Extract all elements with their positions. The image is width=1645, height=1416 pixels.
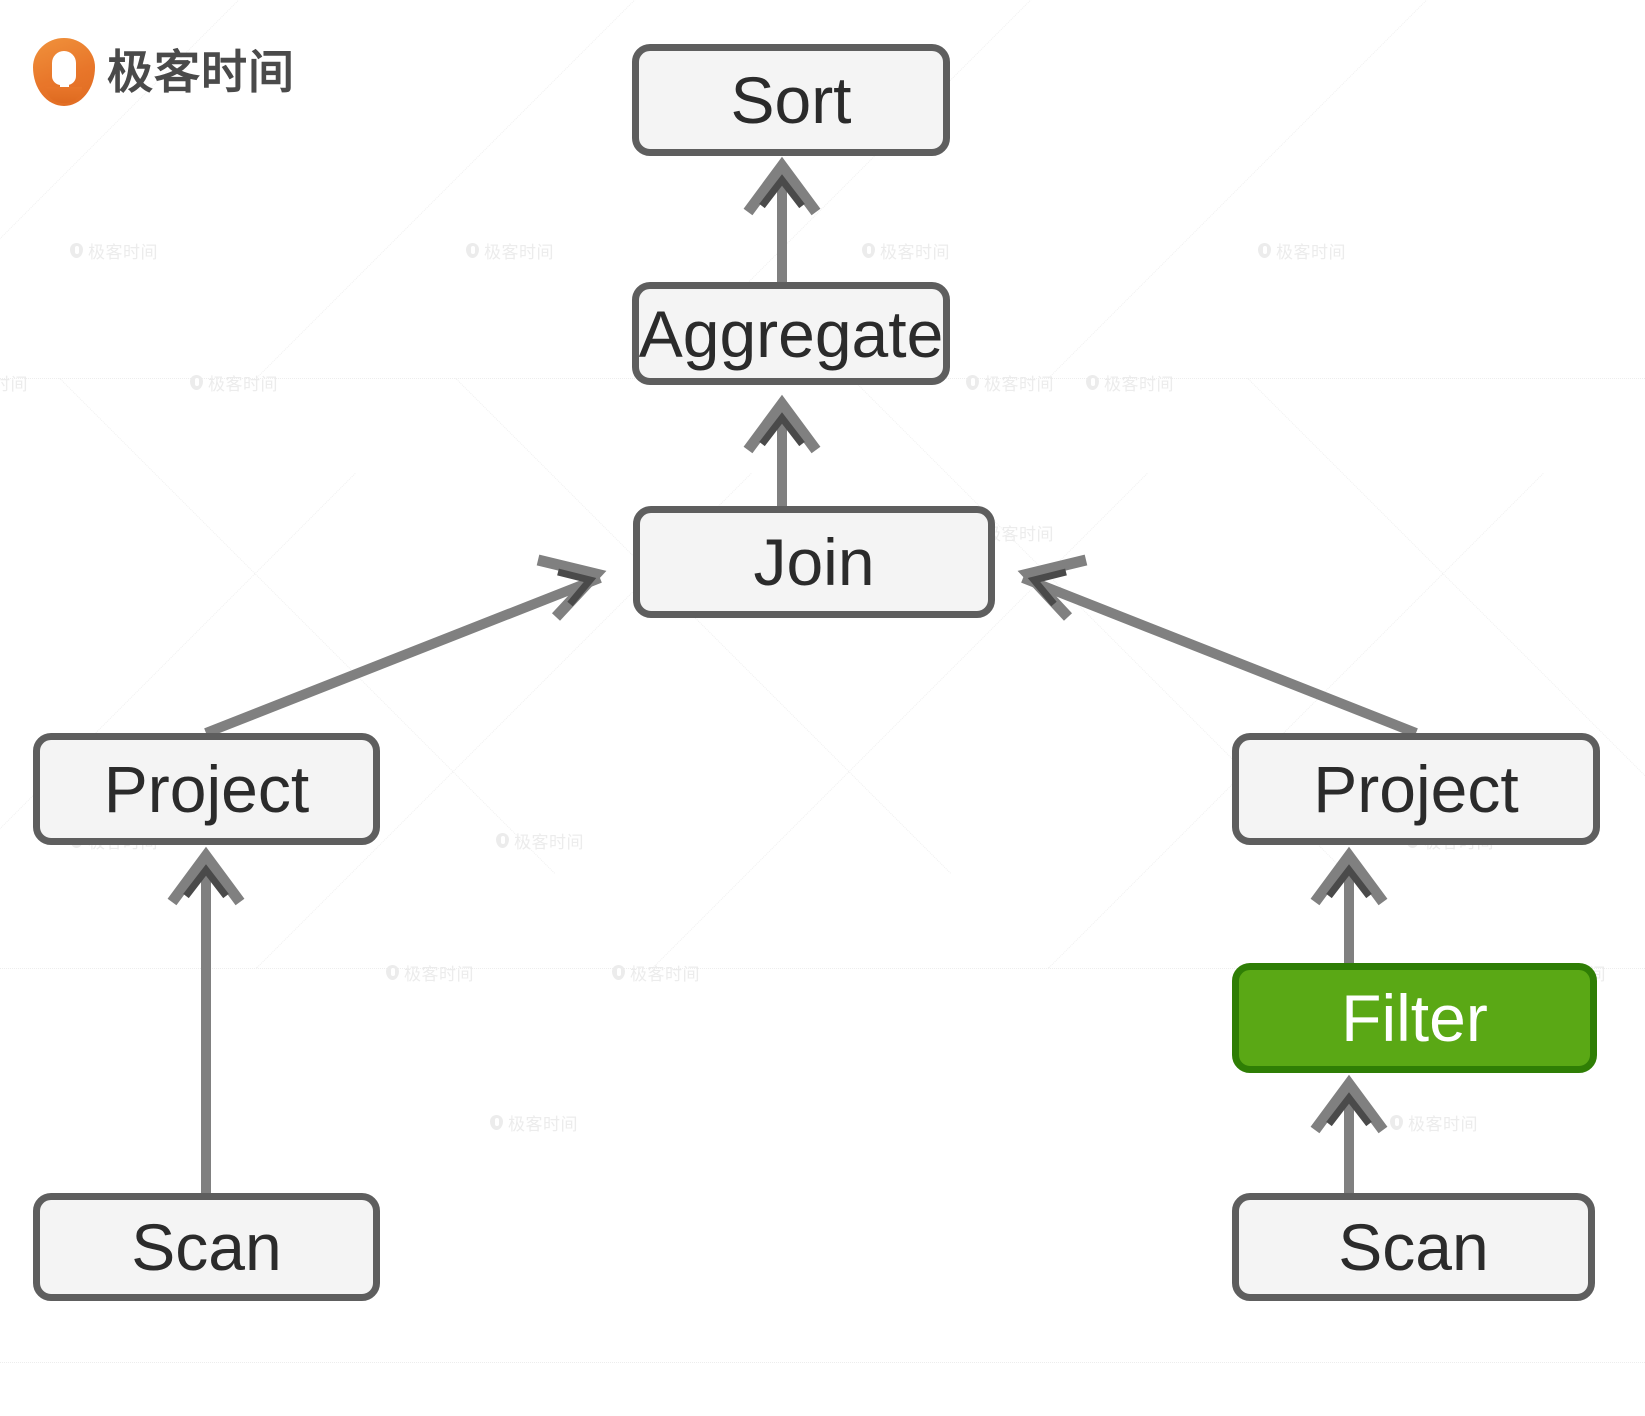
watermark-mark: 极客时间 [862,238,950,263]
edge-projectright-to-join [1021,573,1418,738]
watermark-logo-icon [496,833,509,848]
geektime-pin-logo-icon [33,38,95,106]
node-label-project-right: Project [1313,752,1519,826]
watermark-logo-icon [1390,1115,1403,1130]
watermark-mark: 极客时间 [496,828,584,853]
watermark-text: 极客时间 [630,965,700,985]
watermark-text: 极客时间 [1408,1115,1478,1135]
node-project-right[interactable]: Project [1232,733,1600,845]
watermark-mark: 极客时间 [70,238,158,263]
watermark-mark: 极客时间 [190,370,278,395]
watermark-logo-icon [612,965,625,980]
arrowhead-projectleft [167,846,245,906]
node-join[interactable]: Join [633,506,995,618]
watermark-text: 极客时间 [208,375,278,395]
logo-pin-smile [46,87,82,103]
watermark-mark: 极客时间 [1390,1110,1478,1135]
node-label-project-left: Project [103,752,310,826]
watermark-diagonal [0,473,356,969]
watermark-text: 极客时间 [0,375,28,395]
arrowhead-inner-join-left [557,568,597,607]
arrowhead-sort [743,156,821,216]
arrowhead-filter [1310,1074,1388,1134]
arrowhead-aggregate [743,394,821,454]
watermark-mark: 极客时间 [0,370,28,395]
node-label-aggregate: Aggregate [638,296,944,371]
arrowhead-join-left [536,554,607,621]
watermark-gridline [0,1362,1645,1363]
watermark-text: 极客时间 [514,833,584,853]
arrowhead-inner-sort [759,174,805,209]
watermark-text: 极客时间 [1276,243,1346,263]
node-label-sort: Sort [730,63,852,137]
watermark-text: 极客时间 [88,243,158,263]
node-aggregate[interactable]: Aggregate [632,282,950,385]
watermark-diagonal [1048,0,1544,379]
watermark-mark: 极客时间 [1086,370,1174,395]
node-scan-left[interactable]: Scan [33,1193,380,1301]
watermark-logo-icon [490,1115,503,1130]
logo-pin-tail [60,68,69,90]
node-label-scan-left: Scan [131,1210,282,1284]
watermark-text: 极客时间 [484,243,554,263]
arrowhead-inner-projectleft [183,864,229,899]
watermark-mark: 极客时间 [966,370,1054,395]
watermark-logo-icon [862,243,875,258]
watermark-logo-icon [1086,375,1099,390]
watermark-logo-icon [386,965,399,980]
watermark-mark: 极客时间 [466,238,554,263]
watermark-text: 极客时间 [984,375,1054,395]
watermark-logo-icon [966,375,979,390]
watermark-text: 极客时间 [508,1115,578,1135]
watermark-mark: 极客时间 [1258,238,1346,263]
watermark-logo-icon [466,243,479,258]
watermark-mark: 极客时间 [386,960,474,985]
watermark-diagonal [455,378,951,874]
node-label-join: Join [753,525,875,599]
node-scan-right[interactable]: Scan [1232,1193,1595,1301]
watermark-text: 极客时间 [404,965,474,985]
watermark-logo-icon [70,243,83,258]
node-sort[interactable]: Sort [632,44,950,156]
node-label-scan-right: Scan [1338,1210,1489,1284]
arrowhead-join-right [1017,554,1088,621]
arrowhead-inner-aggregate [759,412,805,447]
watermark-mark: 极客时间 [490,1110,578,1135]
watermark-text: 极客时间 [880,243,950,263]
node-project-left[interactable]: Project [33,733,380,845]
arrowhead-inner-join-right [1027,568,1067,607]
watermark-mark: 极客时间 [612,960,700,985]
watermark-logo-icon [190,375,203,390]
brand-logo-block: 极客时间 [33,38,295,106]
brand-name: 极客时间 [107,45,295,99]
watermark-diagonal [1048,473,1544,969]
arrowhead-inner-filter [1326,1092,1372,1127]
watermark-text: 极客时间 [1104,375,1174,395]
arrowhead-inner-projectright [1326,864,1372,899]
watermark-logo-icon [1258,243,1271,258]
node-label-filter: Filter [1341,981,1488,1055]
edge-projectleft-to-join [204,573,602,738]
node-filter[interactable]: Filter [1232,963,1597,1073]
arrowhead-projectright [1310,846,1388,906]
